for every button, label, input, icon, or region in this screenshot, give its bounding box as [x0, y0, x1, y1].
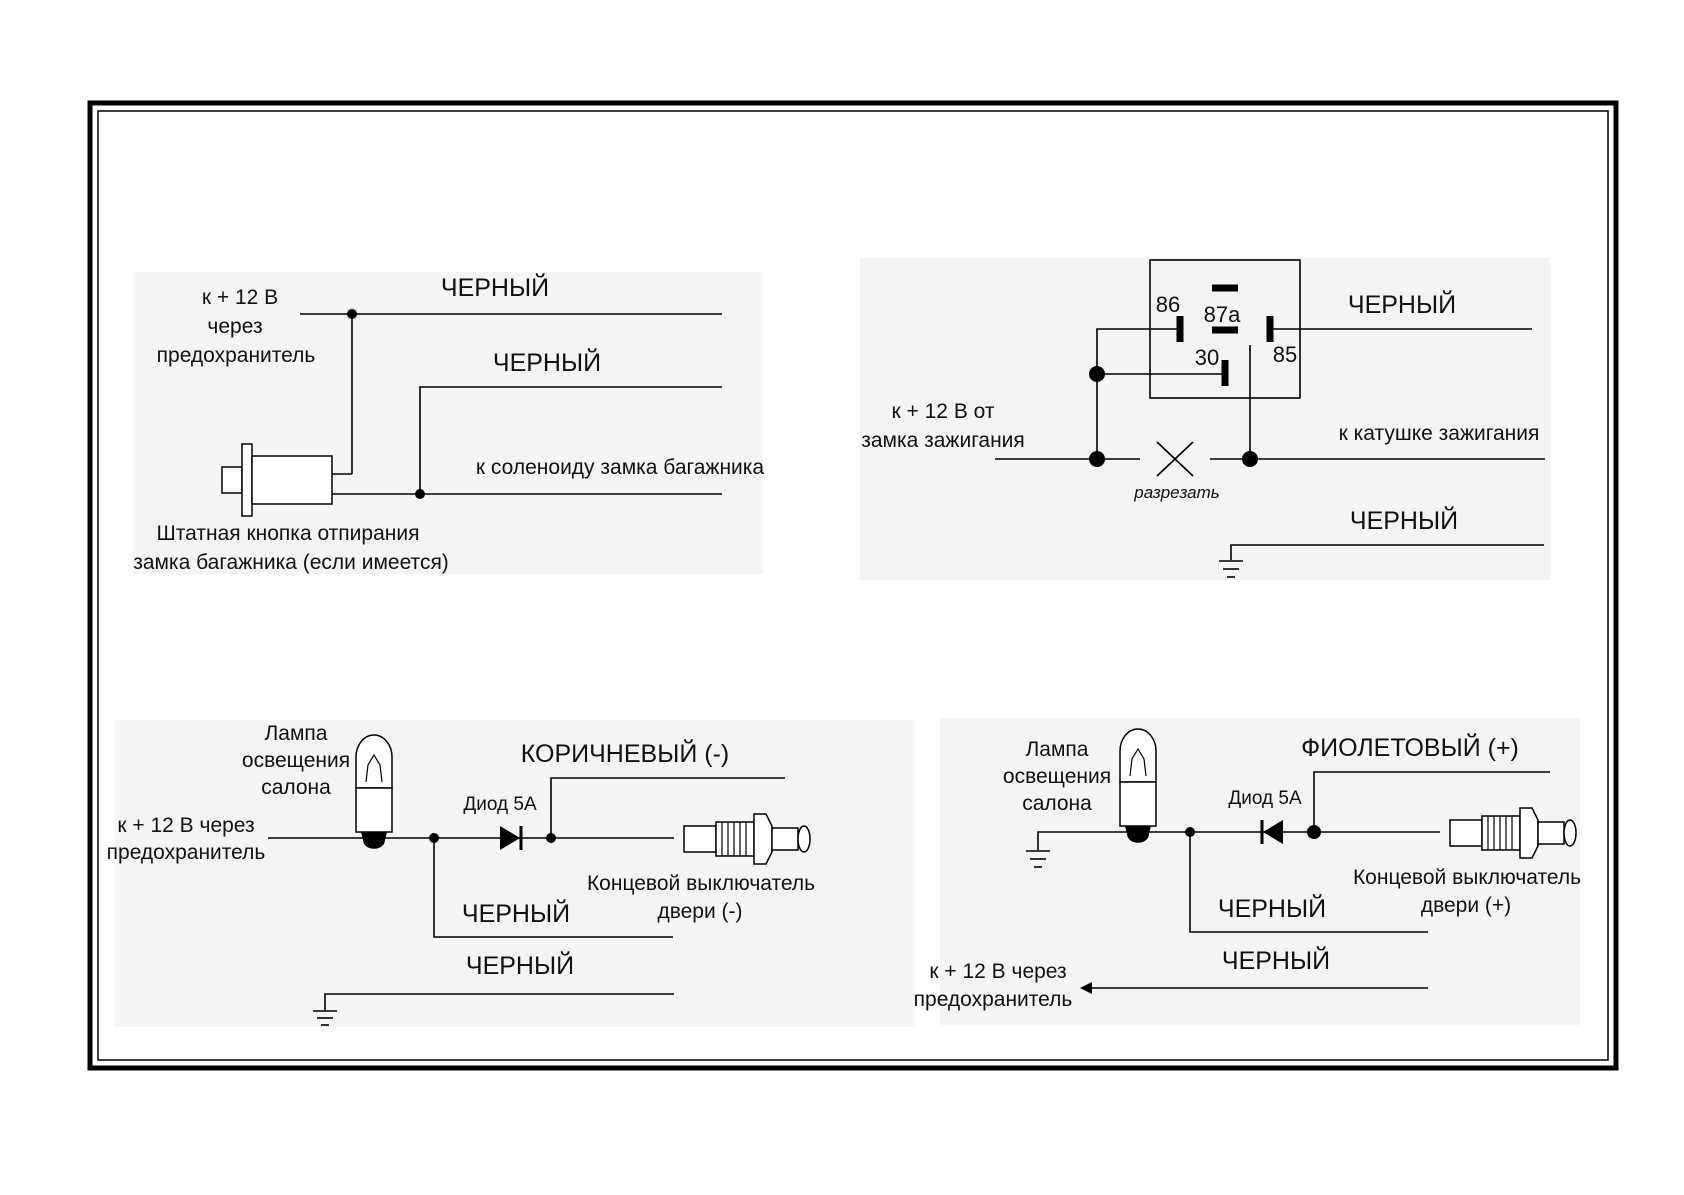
relay-junction-ignition — [1089, 451, 1105, 467]
door-neg-switch-line-2: двери (-) — [657, 900, 742, 923]
ground-icon — [1026, 850, 1050, 868]
door-neg-supply-line-2: предохранитель — [107, 841, 266, 864]
trunk-wire-mid-label: ЧЕРНЫЙ — [493, 347, 601, 377]
diode-icon — [1260, 820, 1283, 844]
door-pos-lamp-line-2: освещения — [1003, 765, 1111, 788]
door-pos-lamp-line-1: Лампа — [1026, 738, 1089, 761]
cut-mark-icon — [1156, 441, 1194, 477]
door-neg-brown-wire — [550, 777, 785, 838]
door-neg-wire-mid — [433, 838, 673, 938]
diode-icon — [500, 826, 523, 850]
relay-panel: 86 87a 30 85 ЧЕРНЫЙ к + 12 В от замка за… — [861, 259, 1545, 578]
door-neg-wire-ground — [324, 993, 674, 1010]
door-neg-diode-label: Диод 5А — [463, 794, 537, 815]
relay-ignition-line-2: замка зажигания — [861, 429, 1025, 452]
door-pos-main-wire — [1037, 831, 1440, 850]
door-neg-lamp-line-2: освещения — [242, 749, 350, 772]
lamp-icon — [355, 734, 393, 849]
trunk-supply-line-2: через — [207, 315, 262, 338]
trunk-wire-mid — [419, 386, 722, 494]
door-pos-wire-bottom-label: ЧЕРНЫЙ — [1222, 945, 1330, 975]
inner-frame — [97, 110, 1609, 1061]
door-pos-supply-line-1: к + 12 В через — [929, 960, 1066, 983]
lamp-icon — [1119, 728, 1157, 843]
door-neg-supply-line-1: к + 12 В через — [117, 814, 254, 837]
door-pos-wire-mid-label: ЧЕРНЫЙ — [1218, 893, 1326, 923]
relay-coil-label: к катушке зажигания — [1339, 422, 1540, 445]
relay-pin-85: 85 — [1273, 342, 1297, 367]
door-neg-wire-ground-label: ЧЕРНЫЙ — [466, 950, 574, 980]
relay-junction-coil — [1242, 451, 1258, 467]
trunk-wire-top-label: ЧЕРНЫЙ — [441, 272, 549, 302]
door-pos-violet-label: ФИОЛЕТОВЫЙ (+) — [1301, 732, 1519, 762]
door-pos-switch-line-1: Концевой выключатель — [1353, 866, 1581, 889]
door-pos-supply-line-2: предохранитель — [914, 988, 1073, 1011]
door-pos-switch-line-2: двери (+) — [1421, 894, 1511, 917]
trunk-button-line-1: Штатная кнопка отпирания — [157, 522, 420, 545]
relay-junction-30 — [1089, 366, 1105, 382]
relay-wire-top-label: ЧЕРНЫЙ — [1348, 289, 1456, 319]
door-neg-panel: Лампа освещения салона к + 12 В через пр… — [107, 722, 815, 1026]
ground-icon — [313, 1010, 337, 1026]
relay-wire-86 — [1096, 328, 1180, 459]
panel-trunk — [133, 272, 763, 574]
trunk-junction-mid — [415, 489, 425, 499]
door-switch-icon — [683, 813, 811, 865]
panel-relay — [860, 258, 1550, 580]
door-neg-wire-mid-label: ЧЕРНЫЙ — [462, 898, 570, 928]
door-neg-brown-label: КОРИЧНЕВЫЙ (-) — [521, 738, 729, 768]
push-button-icon — [221, 443, 333, 517]
door-pos-lamp-line-3: салона — [1022, 792, 1092, 815]
relay-pin-87a: 87a — [1204, 302, 1241, 327]
trunk-solenoid-label: к соленоиду замка багажника — [476, 456, 765, 479]
outer-frame — [87, 100, 1619, 1071]
door-pos-panel: Лампа освещения салона Диод 5А ФИОЛЕТОВЫ… — [914, 728, 1581, 1011]
door-neg-switch-line-1: Концевой выключатель — [587, 872, 815, 895]
relay-pin-86: 86 — [1156, 292, 1180, 317]
door-pos-diode-label: Диод 5А — [1228, 788, 1302, 809]
door-switch-icon — [1449, 807, 1577, 859]
door-pos-violet-wire — [1313, 771, 1550, 832]
panel-door-neg — [115, 720, 915, 1027]
ground-icon — [1219, 560, 1243, 578]
relay-pin-30: 30 — [1195, 345, 1219, 370]
panel-door-pos — [940, 718, 1580, 1025]
trunk-button-line-2: замка багажника (если имеется) — [133, 551, 449, 574]
relay-cut-label: разрезать — [1133, 483, 1219, 502]
relay-wire-ground-label: ЧЕРНЫЙ — [1350, 505, 1458, 535]
trunk-panel: к + 12 В через предохранитель ЧЕРНЫЙ ЧЕР… — [133, 272, 764, 574]
door-pos-wire-mid — [1189, 832, 1428, 933]
trunk-supply-line-1: к + 12 В — [202, 286, 278, 309]
door-neg-lamp-line-3: салона — [261, 776, 331, 799]
relay-wire-ground — [1230, 544, 1544, 560]
trunk-supply-line-3: предохранитель — [157, 344, 316, 367]
door-neg-lamp-line-1: Лампа — [265, 722, 328, 745]
trunk-junction-top — [347, 309, 357, 319]
relay-ignition-line-1: к + 12 В от — [892, 400, 995, 423]
arrow-icon — [1080, 982, 1092, 994]
